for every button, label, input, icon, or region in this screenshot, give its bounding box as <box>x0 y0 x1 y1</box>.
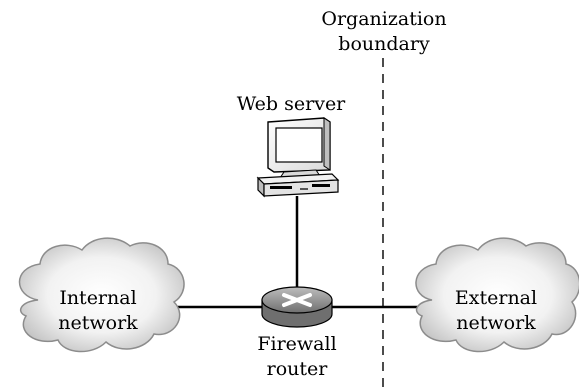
firewall-router-label-line2: router <box>267 358 329 380</box>
external-network-label-line2: network <box>456 312 536 334</box>
internal-network-cloud-icon <box>18 237 185 353</box>
external-network-cloud-icon <box>415 237 579 353</box>
internal-network-label-line2: network <box>58 312 138 334</box>
firewall-router-label-line1: Firewall <box>257 333 336 355</box>
external-network-label-line1: External <box>455 287 537 309</box>
firewall-router-icon <box>261 286 333 328</box>
boundary-label-line1: Organization <box>321 8 446 30</box>
web-server-computer-icon <box>256 117 340 198</box>
boundary-label-line2: boundary <box>338 33 430 55</box>
internal-network-label-line1: Internal <box>59 287 136 309</box>
web-server-label: Web server <box>237 93 346 115</box>
